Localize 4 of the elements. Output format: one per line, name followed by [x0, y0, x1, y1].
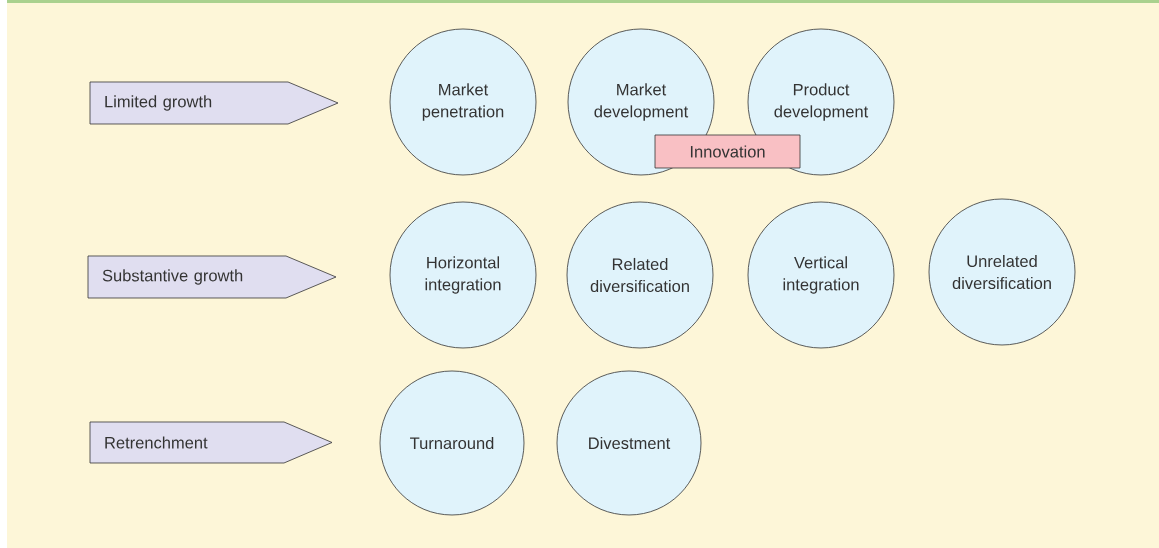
arrow-label: Retrenchment — [89, 421, 333, 464]
arrow-label: Limited growth — [89, 81, 339, 125]
label-box: Innovation — [654, 134, 801, 169]
arrow-label: Substantive growth — [87, 255, 337, 299]
